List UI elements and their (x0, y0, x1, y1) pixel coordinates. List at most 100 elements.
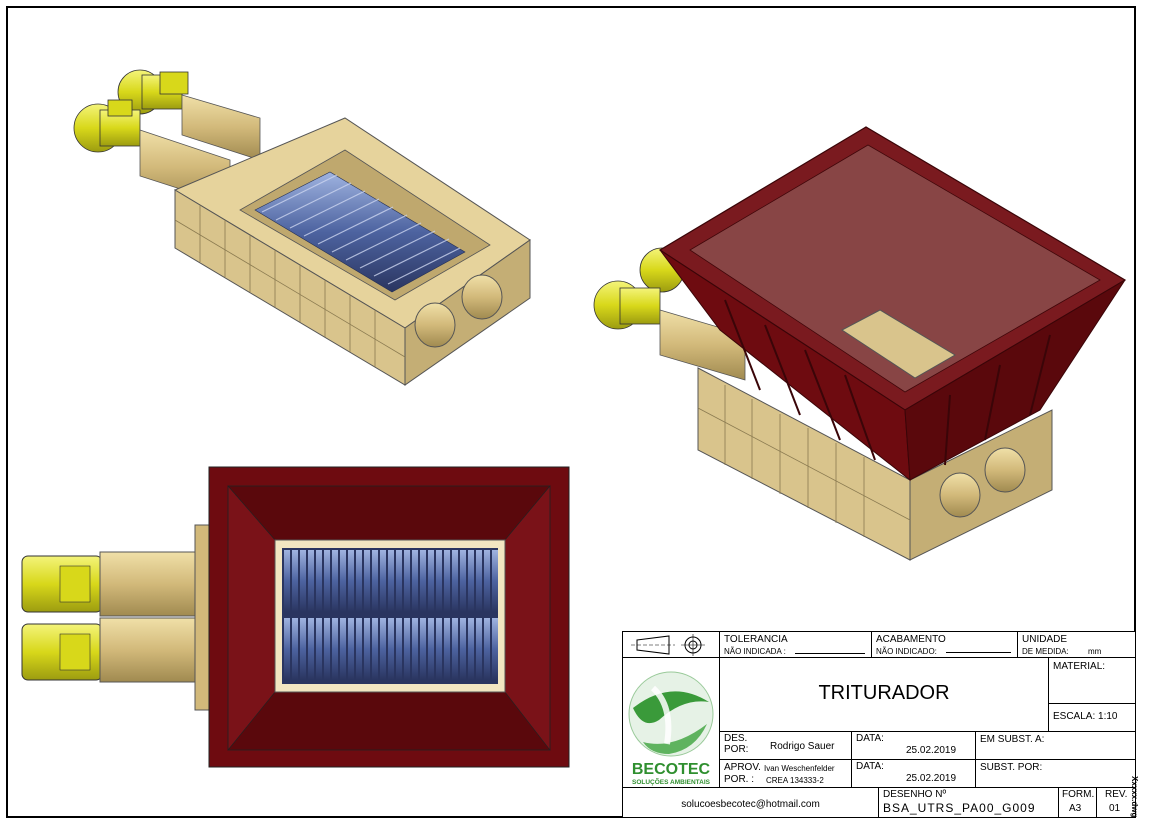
data-value-2: 25.02.2019 (906, 773, 957, 784)
unidade-value: mm (1088, 647, 1102, 656)
blade-disc (388, 550, 394, 612)
acabamento-cell: ACABAMENTO NÃO INDICADO: (872, 632, 1018, 658)
tolerancia-value: NÃO INDICADA : (724, 647, 786, 656)
aprov-label: APROV. (724, 762, 761, 773)
blade-disc (324, 618, 330, 680)
blade-disc (492, 550, 498, 612)
top-view (21, 466, 570, 768)
blade-disc (412, 618, 418, 680)
blade-disc (484, 618, 490, 680)
blade-disc (444, 618, 450, 680)
acabamento-value: NÃO INDICADO: (876, 647, 937, 656)
blade-disc (428, 618, 434, 680)
blade-disc (380, 550, 386, 612)
blade-disc (372, 550, 378, 612)
desenho-number: BSA_UTRS_PA00_G009 (883, 801, 1036, 815)
iso-blades (254, 171, 466, 293)
blade-disc (356, 618, 362, 680)
drawing-title: TRITURADOR (818, 682, 950, 704)
blade-disc (436, 550, 442, 612)
blade-disc (452, 550, 458, 612)
em-subst-cell: EM SUBST. A: (976, 732, 1136, 760)
iso-view-shredder (73, 69, 531, 386)
blade-disc (436, 618, 442, 680)
blade-disc (308, 550, 314, 612)
blade-disc (300, 618, 306, 680)
top-view-blades (284, 550, 498, 680)
blade-disc (420, 550, 426, 612)
tolerancia-cell: TOLERANCIA NÃO INDICADA : (720, 632, 872, 658)
form-cell: FORM. A3 (1059, 788, 1097, 817)
subst-por-label: SUBST. POR: (980, 762, 1043, 773)
unidade-cell: UNIDADE DE MEDIDA: mm (1018, 632, 1136, 658)
logo-tagline: SOLUÇÕES AMBIENTAIS (632, 777, 711, 786)
aprov-cell: APROV. Ivan Weschenfelder POR. : CREA 13… (720, 760, 852, 788)
blade-disc (316, 550, 322, 612)
motor-top-1 (21, 551, 206, 617)
material-label: MATERIAL: (1053, 661, 1106, 672)
blade-disc (460, 550, 466, 612)
por-label: POR. : (724, 774, 755, 785)
blade-disc (396, 618, 402, 680)
logo-cell: BECOTEC SOLUÇÕES AMBIENTAIS (623, 658, 720, 788)
blade-disc (340, 550, 346, 612)
blade-disc (324, 550, 330, 612)
blade-disc (476, 618, 482, 680)
blade-disc (404, 618, 410, 680)
motor-upper (117, 69, 261, 161)
blade-disc (372, 618, 378, 680)
desenho-label: DESENHO Nº (883, 789, 947, 800)
blade-disc (484, 550, 490, 612)
aprov-name: Ivan Weschenfelder (764, 764, 835, 773)
blade-disc (308, 618, 314, 680)
acabamento-label: ACABAMENTO (876, 634, 946, 645)
data-cell-2: DATA: 25.02.2019 (852, 760, 976, 788)
blade-disc (340, 618, 346, 680)
rev-value: 01 (1109, 803, 1121, 814)
blade-disc (300, 550, 306, 612)
data-value-1: 25.02.2019 (906, 745, 957, 756)
data-cell-1: DATA: 25.02.2019 (852, 732, 976, 760)
logo-wordmark: BECOTEC (632, 761, 711, 778)
motor-top-2 (21, 617, 206, 683)
blade-disc (404, 550, 410, 612)
data-label-2: DATA: (856, 761, 884, 772)
blade-disc (332, 550, 338, 612)
title-block: TOLERANCIA NÃO INDICADA : ACABAMENTO NÃO… (622, 631, 1136, 818)
des-label-2: POR: (724, 744, 749, 755)
des-label-1: DES. (724, 733, 748, 744)
becotec-logo: BECOTEC SOLUÇÕES AMBIENTAIS (628, 671, 714, 786)
blade-disc (364, 550, 370, 612)
data-label-1: DATA: (856, 733, 884, 744)
blade-disc (284, 618, 290, 680)
unidade-sub: DE MEDIDA: (1022, 647, 1069, 656)
blade-disc (316, 618, 322, 680)
em-subst-label: EM SUBST. A: (980, 734, 1045, 745)
des-name: Rodrigo Sauer (770, 741, 835, 752)
escala-cell: ESCALA: 1:10 (1049, 704, 1136, 732)
blade-disc (284, 550, 290, 612)
blade-disc (380, 618, 386, 680)
title-cell: TRITURADOR (720, 658, 1049, 732)
material-cell: MATERIAL: (1049, 658, 1136, 704)
blade-disc (292, 618, 298, 680)
rev-label: REV. (1105, 789, 1128, 800)
blade-disc (332, 618, 338, 680)
file-name-note: Xxxxx.dwg (1130, 776, 1139, 818)
blade-disc (492, 618, 498, 680)
blade-disc (388, 618, 394, 680)
blade-disc (452, 618, 458, 680)
email-cell: solucoesbecotec@hotmail.com (623, 788, 879, 817)
tolerancia-label: TOLERANCIA (724, 634, 788, 645)
form-value: A3 (1069, 803, 1082, 814)
blade-disc (468, 618, 474, 680)
blade-disc (348, 550, 354, 612)
escala-label: ESCALA: 1:10 (1053, 711, 1118, 722)
first-angle-projection-icon (631, 634, 705, 656)
des-cell: DES. POR: Rodrigo Sauer (720, 732, 852, 760)
rev-cell: REV. 01 (1097, 788, 1136, 817)
blade-disc (420, 618, 426, 680)
contact-email: solucoesbecotec@hotmail.com (681, 799, 820, 810)
blade-disc (364, 618, 370, 680)
blade-disc (348, 618, 354, 680)
